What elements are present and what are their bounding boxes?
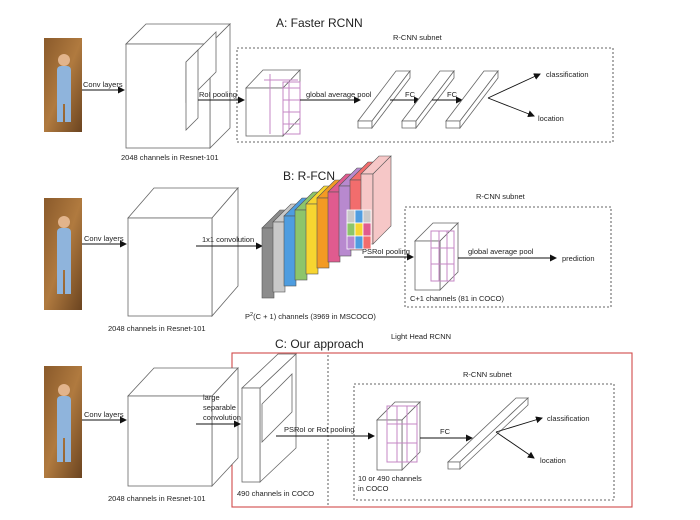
- loc-label-c: location: [540, 456, 566, 465]
- arrow-cls-c: [495, 416, 543, 433]
- loc-label-a: location: [538, 114, 564, 123]
- backbone-box-b: [127, 186, 239, 318]
- score-maps-label-b: P2(C + 1) channels (3969 in MSCOCO): [245, 312, 376, 321]
- score-map-roi-cell: [362, 222, 372, 237]
- ch10-label-2: in COCO: [358, 484, 389, 493]
- panel-a: A: Faster RCNN Conv layers 2048 channels…: [44, 16, 614, 162]
- backbone-box-a: [125, 23, 231, 149]
- score-maps-suffix: (C + 1) channels (3969 in MSCOCO): [253, 312, 376, 321]
- conv1x1-label-b: 1x1 convolution: [202, 235, 254, 244]
- cls-label-a: classification: [546, 70, 589, 79]
- panel-a-title: A: Faster RCNN: [276, 16, 363, 30]
- sep-label-3: convolution: [203, 413, 241, 422]
- c1-label-b: C+1 channels (81 in COCO): [410, 294, 505, 303]
- score-maps-prefix: P: [245, 312, 250, 321]
- light-head-label: Light Head RCNN: [391, 332, 451, 341]
- score-map-roi-cell: [362, 235, 372, 250]
- gap-label-a: global average pool: [306, 90, 372, 99]
- roi-pool-label-a: RoI pooling: [199, 90, 237, 99]
- fc2-label-a: FC: [447, 90, 458, 99]
- fc-label-c: FC: [440, 427, 451, 436]
- channels-label-b: 2048 channels in Resnet-101: [108, 324, 206, 333]
- panel-b-title: B: R-FCN: [283, 169, 335, 183]
- conv-label-c: Conv layers: [84, 410, 124, 419]
- conv-label-a: Conv layers: [83, 80, 123, 89]
- panel-c: C: Our approach Light Head RCNN Conv lay…: [44, 332, 633, 508]
- channels-label-c: 2048 channels in Resnet-101: [108, 494, 206, 503]
- score-map-side: [372, 155, 392, 245]
- rcnn-subnet-label-a: R-CNN subnet: [393, 33, 443, 42]
- fc-bar-c: [446, 397, 530, 470]
- panel-c-title: C: Our approach: [275, 337, 364, 351]
- arrow-loc-c: [495, 431, 535, 459]
- backbone-box-c: [127, 366, 239, 488]
- psroi-label-b: PSRoI pooling: [362, 247, 410, 256]
- psroi-cube-b: [414, 222, 459, 291]
- fc-bar-a2: [401, 69, 455, 130]
- fc-bar-a1: [357, 69, 411, 130]
- rcnn-subnet-box-a: [236, 47, 614, 143]
- rcnn-subnet-label-c: R-CNN subnet: [463, 370, 513, 379]
- panel-b: B: R-FCN Conv layers 2048 channels in Re…: [44, 155, 612, 333]
- thin-feature-map-c: [240, 353, 298, 483]
- position-sensitive-score-maps: [261, 155, 392, 299]
- channels-label-a: 2048 channels in Resnet-101: [121, 153, 219, 162]
- rcnn-subnet-box-c: [353, 383, 615, 501]
- roi-cube-c: [376, 401, 421, 471]
- score-map-roi-cell: [354, 222, 364, 237]
- arrow-loc-a: [487, 97, 535, 118]
- pool-label-c: PSRoI or RoI pooling: [284, 425, 354, 434]
- gap-label-b: global average pool: [468, 247, 534, 256]
- ch490-label-c: 490 channels in COCO: [237, 489, 314, 498]
- input-photo-c: [44, 366, 82, 478]
- fc1-label-a: FC: [405, 90, 416, 99]
- score-maps-sup: 2: [250, 312, 253, 318]
- sep-label-1: large: [203, 393, 220, 402]
- input-photo-a: [44, 38, 82, 132]
- input-photo-b: [44, 198, 82, 310]
- conv-label-b: Conv layers: [84, 234, 124, 243]
- score-map-roi-cell: [362, 209, 372, 224]
- roi-cube-a: [245, 68, 301, 138]
- score-map-roi-cell: [346, 222, 356, 237]
- ch10-label-1: 10 or 490 channels: [358, 474, 422, 483]
- rcnn-subnet-label-b: R-CNN subnet: [476, 192, 526, 201]
- score-map-roi-cell: [354, 209, 364, 224]
- fc-bar-a3: [445, 69, 499, 130]
- sep-label-2: separable: [203, 403, 236, 412]
- arrow-cls-a: [487, 73, 541, 99]
- score-map-roi-cell: [346, 235, 356, 250]
- score-map-roi-cell: [346, 209, 356, 224]
- cls-label-c: classification: [547, 414, 590, 423]
- pred-label-b: prediction: [562, 254, 595, 263]
